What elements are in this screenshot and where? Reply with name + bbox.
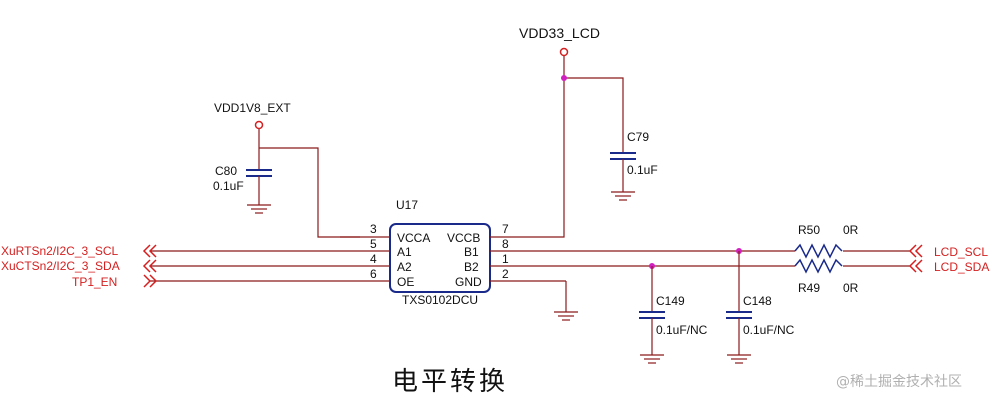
net-right-sda: LCD_SDA	[908, 259, 989, 274]
pin-name-vcca: VCCA	[397, 231, 430, 245]
net-right-scl-label: LCD_SCL	[934, 245, 988, 259]
pin-name-b2: B2	[464, 260, 479, 274]
c149-ref: C149	[656, 294, 685, 308]
vdd1v8-label: VDD1V8_EXT	[214, 101, 291, 115]
pin-name-gnd: GND	[455, 275, 482, 289]
net-right-scl: LCD_SCL	[908, 244, 988, 259]
net-left-scl-label: XuRTSn2/I2C_3_SCL	[1, 244, 119, 258]
r49-value: 0R	[843, 281, 859, 295]
chip-ground-icon	[554, 311, 578, 321]
c80-ref: C80	[215, 164, 237, 178]
pin-name-b1: B1	[464, 245, 479, 259]
pin-num-vcca: 3	[370, 222, 377, 236]
c149-value: 0.1uF/NC	[656, 323, 708, 337]
vdd33-junction-dot	[561, 75, 567, 81]
vdd33-to-c79-wire	[564, 77, 624, 153]
pin-num-b2: 1	[502, 252, 509, 266]
r50-ref: R50	[798, 223, 820, 237]
pin-num-b1: 8	[502, 237, 509, 251]
pin-name-a1: A1	[397, 245, 412, 259]
pin-num-gnd: 2	[502, 267, 509, 281]
net-left-sda: XuCTSn2/I2C_3_SDA	[1, 259, 157, 273]
c149-capacitor: C149 0.1uF/NC	[639, 294, 708, 337]
c148-ground-icon	[727, 354, 751, 364]
watermark: @稀土掘金技术社区	[836, 374, 962, 390]
vdd1v8-power-symbol: VDD1V8_EXT	[214, 101, 291, 130]
c80-value: 0.1uF	[213, 179, 244, 193]
vdd33-to-vccb-wire	[520, 56, 565, 238]
net-left-tp-label: TP1_EN	[72, 275, 117, 289]
r50-value: 0R	[843, 223, 859, 237]
pin-num-a2: 4	[370, 252, 377, 266]
r49-resistor: R49 0R	[794, 258, 859, 295]
c148-value: 0.1uF/NC	[743, 323, 795, 337]
c80-capacitor: C80 0.1uF	[213, 164, 272, 193]
vdd1v8-to-vcca-wire	[259, 147, 360, 238]
pin-name-vccb: VCCB	[447, 231, 480, 245]
c79-ref: C79	[627, 130, 649, 144]
r50-resistor: R50 0R	[794, 223, 859, 259]
net-left-tp: TP1_EN	[72, 274, 158, 289]
c79-ground-icon	[611, 191, 635, 201]
vdd33-label: VDD33_LCD	[519, 25, 600, 41]
c148-ref: C148	[743, 294, 772, 308]
net-left-scl: XuRTSn2/I2C_3_SCL	[1, 244, 157, 258]
u17-chip: U17 TXS0102DCU 3 5 4 6 VCCA A1 A2 OE 7 8…	[150, 198, 910, 307]
u17-ref: U17	[396, 198, 418, 212]
pin-num-a1: 5	[370, 237, 377, 251]
diagram-caption: 电平转换	[392, 367, 508, 397]
pin-name-a2: A2	[397, 260, 412, 274]
c80-ground-icon	[247, 204, 271, 214]
c149-ground-icon	[640, 354, 664, 364]
c148-capacitor: C148 0.1uF/NC	[726, 294, 795, 337]
pin-name-oe: OE	[397, 275, 414, 289]
vdd33-power-symbol: VDD33_LCD	[519, 25, 600, 57]
net-left-sda-label: XuCTSn2/I2C_3_SDA	[1, 259, 120, 273]
u17-part-number: TXS0102DCU	[402, 293, 478, 307]
net-right-sda-label: LCD_SDA	[934, 260, 989, 274]
pin-num-oe: 6	[370, 267, 377, 281]
r49-ref: R49	[798, 281, 820, 295]
c79-capacitor: C79 0.1uF	[610, 130, 658, 177]
c79-value: 0.1uF	[627, 163, 658, 177]
pin-num-vccb: 7	[502, 222, 509, 236]
